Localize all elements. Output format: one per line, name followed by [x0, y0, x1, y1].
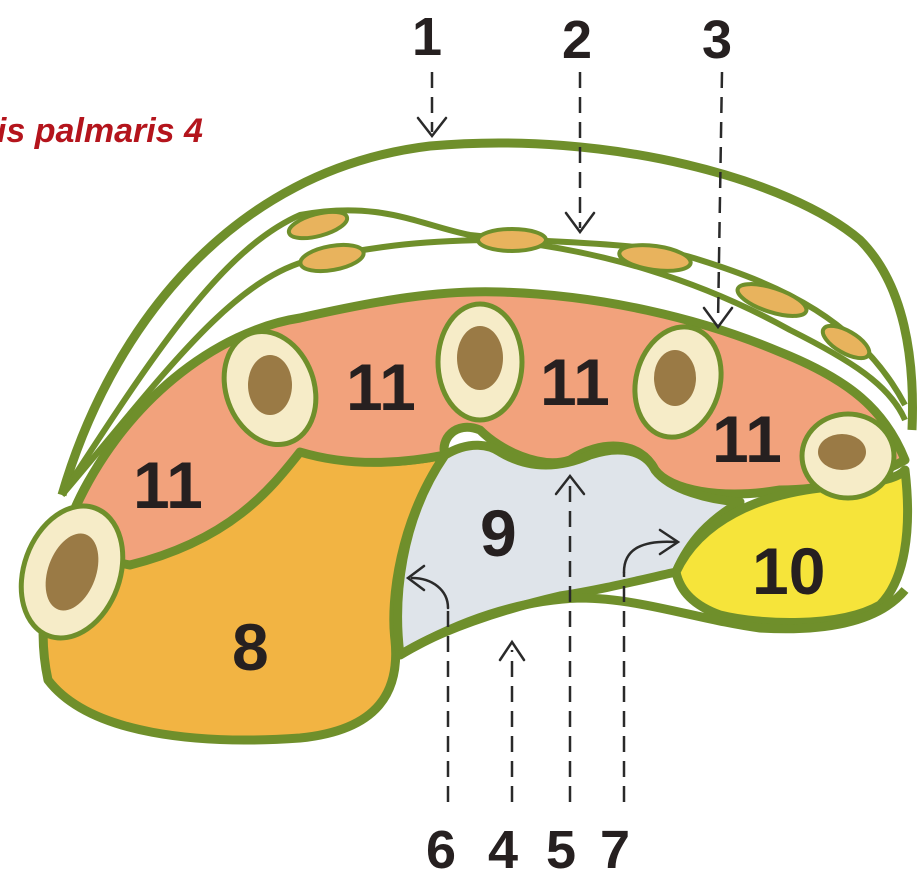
- svg-text:2: 2: [562, 10, 592, 70]
- region-label-9: 9: [480, 496, 517, 570]
- pointer-2: 2: [562, 10, 594, 232]
- region-label-11: 11: [540, 345, 610, 419]
- region-label-10: 10: [752, 534, 825, 608]
- svg-text:5: 5: [546, 820, 576, 878]
- tendon-oval: [286, 207, 350, 244]
- bone-section: [438, 304, 522, 420]
- region-label-8: 8: [232, 610, 269, 684]
- svg-text:1: 1: [412, 7, 442, 67]
- bone-section: [802, 414, 894, 498]
- tendon-oval: [478, 229, 546, 251]
- svg-text:6: 6: [426, 820, 456, 878]
- svg-text:7: 7: [600, 820, 630, 878]
- region-label-11: 11: [712, 402, 782, 476]
- svg-text:4: 4: [488, 820, 518, 878]
- region-label-11: 11: [133, 448, 203, 522]
- region-label-11: 11: [346, 350, 416, 424]
- pointer-4: 4: [488, 642, 524, 878]
- pointer-1: 1: [412, 7, 446, 136]
- tendon-oval: [298, 241, 365, 276]
- svg-text:3: 3: [702, 10, 732, 70]
- tendon-oval: [618, 241, 693, 275]
